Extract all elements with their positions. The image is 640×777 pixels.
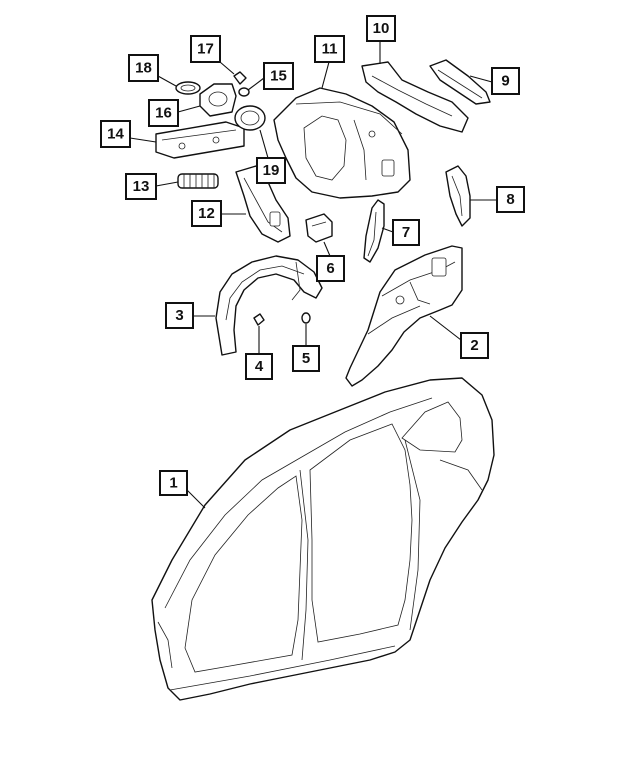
callout-4: 4 [245, 353, 273, 380]
leader-11 [321, 61, 330, 89]
part-8-extension [445, 165, 471, 227]
callout-18: 18 [128, 54, 159, 82]
callout-6: 6 [316, 255, 345, 282]
callout-16-label: 16 [155, 105, 172, 122]
part-6-bracket [305, 213, 333, 243]
part-19-filler-ring [234, 105, 266, 131]
callout-4-label: 4 [255, 358, 264, 375]
callout-9-label: 9 [501, 73, 509, 90]
callout-10: 10 [366, 15, 396, 42]
leader-14 [129, 137, 157, 143]
callout-2-label: 2 [470, 337, 478, 354]
callout-2: 2 [460, 332, 489, 359]
part-13-spring [177, 173, 219, 189]
callout-8: 8 [496, 186, 525, 213]
part-15-clip [238, 87, 250, 97]
part-11-rear-inner-quarter [273, 87, 411, 199]
part-18-gasket [175, 81, 201, 95]
callout-5: 5 [292, 345, 320, 372]
callout-12-label: 12 [198, 205, 215, 222]
part-12-pillar-reinforcement [235, 165, 291, 243]
callout-13-label: 13 [133, 178, 150, 195]
part-16-filler-housing [199, 83, 237, 117]
callout-11: 11 [314, 35, 345, 63]
callout-17: 17 [190, 35, 221, 63]
callout-16: 16 [148, 99, 179, 127]
part-10-upper-panel [361, 61, 469, 133]
callout-6-label: 6 [326, 260, 334, 277]
part-14-crossmember [155, 121, 245, 159]
part-9-rail [429, 59, 491, 105]
leader-lines [129, 40, 497, 509]
leader-18 [157, 75, 177, 87]
part-3-wheelhouse-liner [215, 255, 323, 356]
callout-8-label: 8 [506, 191, 514, 208]
callout-9: 9 [491, 67, 520, 95]
leader-9 [469, 75, 493, 83]
leader-6 [323, 241, 331, 257]
part-4-fastener [253, 313, 265, 326]
leader-16 [177, 105, 201, 113]
leader-15 [247, 77, 265, 91]
leader-1 [186, 489, 206, 509]
callout-12: 12 [191, 200, 222, 227]
callout-7-label: 7 [402, 224, 410, 241]
callout-3-label: 3 [175, 307, 183, 324]
callout-15: 15 [263, 62, 294, 90]
callout-1: 1 [159, 470, 188, 496]
callout-13: 13 [125, 173, 157, 200]
callout-10-label: 10 [373, 20, 390, 37]
part-17-clip [233, 71, 247, 85]
part-7-reinforcement [363, 199, 385, 263]
part-1-body-side-aperture [151, 377, 495, 701]
callout-7: 7 [392, 219, 420, 246]
part-2-quarter-inner-panel [345, 245, 463, 387]
part-5-fastener [301, 312, 311, 324]
callout-1-label: 1 [169, 475, 177, 492]
leader-19 [259, 129, 269, 159]
callout-3: 3 [165, 302, 194, 329]
callout-19: 19 [256, 157, 286, 184]
callout-15-label: 15 [270, 68, 287, 85]
leader-7 [381, 227, 394, 233]
callout-19-label: 19 [263, 162, 280, 179]
callout-18-label: 18 [135, 60, 152, 77]
callout-17-label: 17 [197, 41, 214, 58]
callout-14: 14 [100, 120, 131, 148]
leader-13 [155, 181, 179, 187]
leader-17 [219, 61, 235, 75]
callout-5-label: 5 [302, 350, 310, 367]
leader-2 [429, 315, 462, 341]
callout-14-label: 14 [107, 126, 124, 143]
callout-11-label: 11 [322, 41, 338, 58]
